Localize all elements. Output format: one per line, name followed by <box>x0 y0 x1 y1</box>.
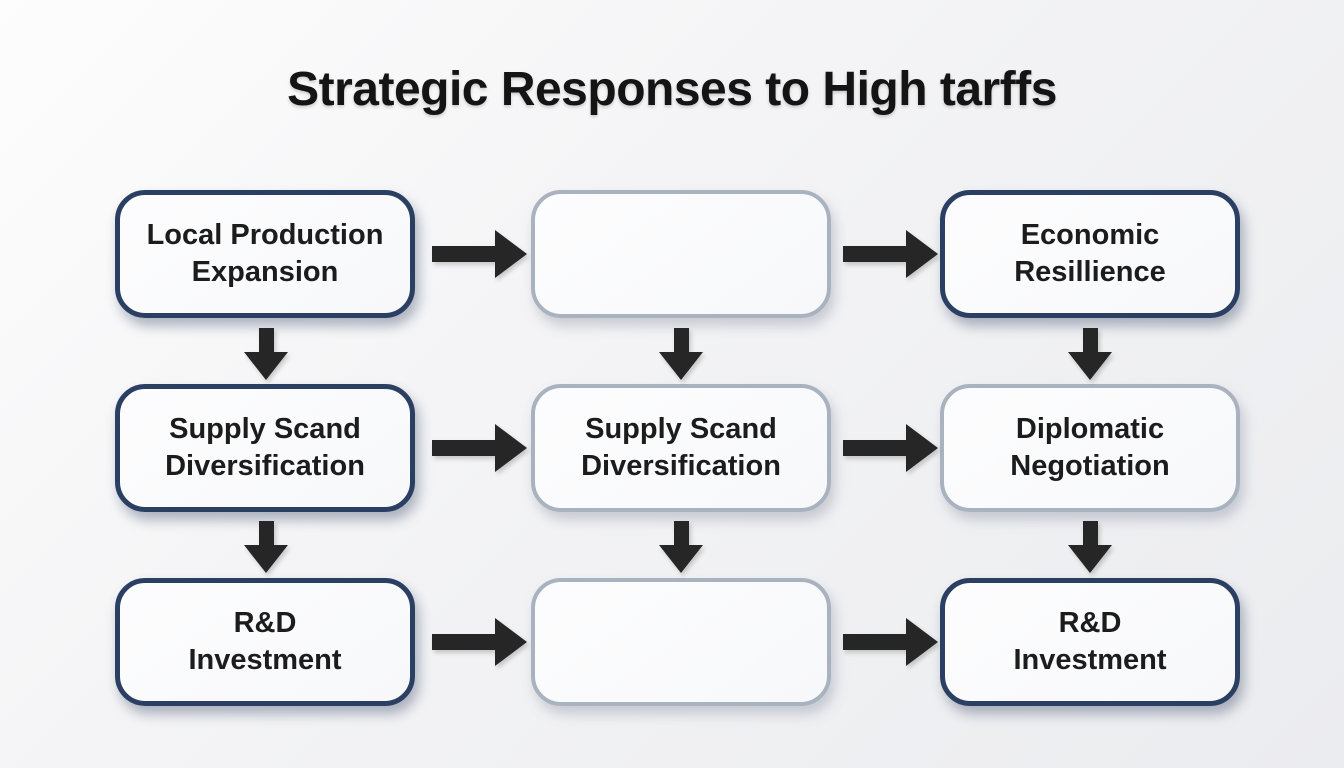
arrow-down-icon <box>1068 328 1112 380</box>
flow-box-label-line1: Supply Scand <box>585 412 777 445</box>
flow-box-local-production-expansion: Local Production Expansion <box>115 190 415 318</box>
arrow-right-icon <box>843 424 938 472</box>
flow-box-diplomatic-negotiation: Diplomatic Negotiation <box>940 384 1240 512</box>
flow-box-label-line1: Local Production <box>146 218 384 251</box>
arrow-right-icon <box>432 230 527 278</box>
flow-box-label-line1: R&D <box>233 606 297 639</box>
arrow-down-icon <box>244 521 288 573</box>
arrow-stem <box>258 328 274 352</box>
arrow-head <box>1068 545 1112 573</box>
arrow-head <box>495 230 527 278</box>
flow-box-label-line2: Diversification <box>581 450 781 482</box>
arrow-head <box>1068 352 1112 380</box>
flow-box-rd-investment-left: R&D Investment <box>115 578 415 706</box>
arrow-stem <box>843 440 906 456</box>
arrow-head <box>659 545 703 573</box>
arrow-stem <box>673 328 689 352</box>
arrow-head <box>906 424 938 472</box>
arrow-stem <box>1082 328 1098 352</box>
flow-box-label-line1: Diplomatic <box>1015 412 1165 445</box>
flow-box-empty-bottom-center <box>531 578 831 706</box>
arrow-head <box>659 352 703 380</box>
flow-box-supply-scand-diversification-center: Supply Scand Diversification <box>531 384 831 512</box>
arrow-down-icon <box>244 328 288 380</box>
arrow-stem <box>432 440 495 456</box>
arrow-stem <box>1082 521 1098 545</box>
arrow-right-icon <box>432 618 527 666</box>
arrow-head <box>244 545 288 573</box>
arrow-stem <box>843 246 906 262</box>
arrow-head <box>244 352 288 380</box>
arrow-stem <box>258 521 274 545</box>
arrow-down-icon <box>659 328 703 380</box>
arrow-down-icon <box>659 521 703 573</box>
flow-box-label-line1: R&D <box>1058 606 1122 639</box>
page-title: Strategic Responses to High tarffs <box>287 63 1057 116</box>
flow-box-label-line1: Economic <box>1020 218 1160 251</box>
arrow-head <box>495 618 527 666</box>
flow-box-label-line2: Diversification <box>165 450 365 482</box>
flow-box-label-line1: Supply Scand <box>169 412 361 445</box>
arrow-right-icon <box>432 424 527 472</box>
arrow-down-icon <box>1068 521 1112 573</box>
flow-box-empty-top-center <box>531 190 831 318</box>
arrow-stem <box>843 634 906 650</box>
flow-box-label-line2: Negotiation <box>1010 450 1170 482</box>
arrow-head <box>495 424 527 472</box>
flow-box-label-line2: Expansion <box>191 256 339 288</box>
arrow-stem <box>432 246 495 262</box>
arrow-head <box>906 230 938 278</box>
arrow-right-icon <box>843 618 938 666</box>
arrow-head <box>906 618 938 666</box>
flow-box-label-line2: Resillience <box>1014 256 1166 288</box>
flow-box-supply-scand-diversification-left: Supply Scand Diversification <box>115 384 415 512</box>
flow-box-rd-investment-right: R&D Investment <box>940 578 1240 706</box>
arrow-right-icon <box>843 230 938 278</box>
flow-box-economic-resillience: Economic Resillience <box>940 190 1240 318</box>
arrow-stem <box>673 521 689 545</box>
arrow-stem <box>432 634 495 650</box>
flow-box-label-line2: Investment <box>188 644 342 676</box>
flow-box-label-line2: Investment <box>1013 644 1167 676</box>
